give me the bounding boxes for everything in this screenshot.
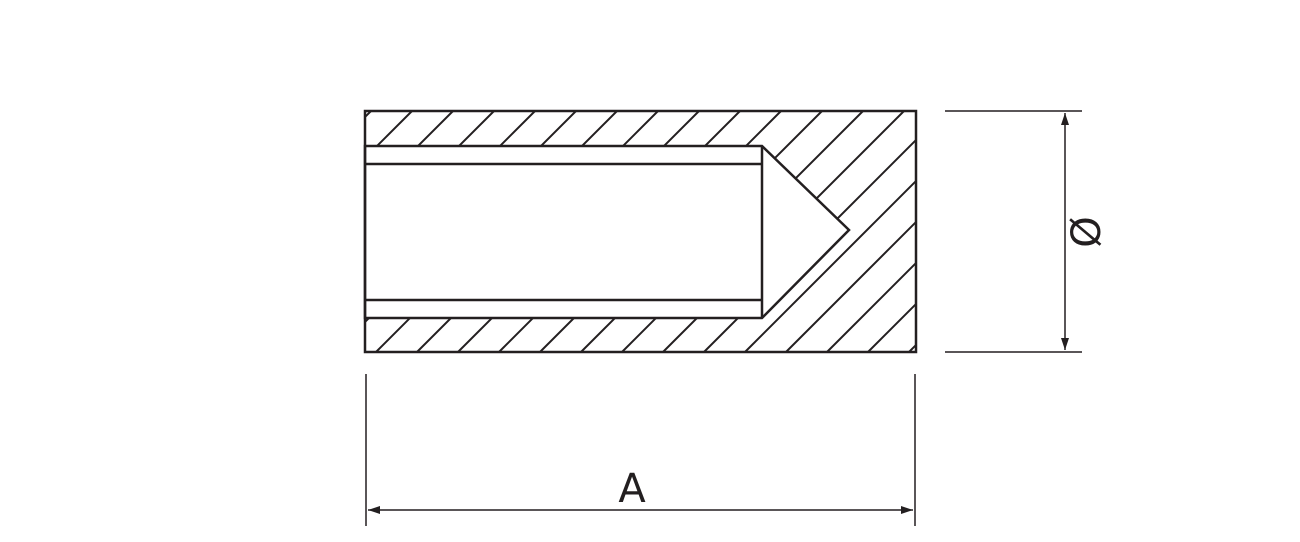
hatch-line	[7, 111, 248, 352]
diameter-dimension	[945, 110, 1082, 353]
diameter-label: Ø	[1064, 216, 1110, 247]
hatch-line	[48, 111, 289, 352]
hatch-line	[744, 179, 916, 352]
hatch-line	[867, 302, 916, 352]
bore-hole	[363, 144, 851, 320]
hatch-line	[826, 261, 916, 352]
hatch-line	[785, 220, 916, 352]
part-outline	[363, 109, 918, 354]
hatch-line	[365, 111, 372, 119]
hatch-line	[89, 111, 330, 352]
length-dimension	[365, 374, 916, 526]
length-label: A	[618, 466, 646, 512]
hatch-line	[908, 343, 916, 352]
